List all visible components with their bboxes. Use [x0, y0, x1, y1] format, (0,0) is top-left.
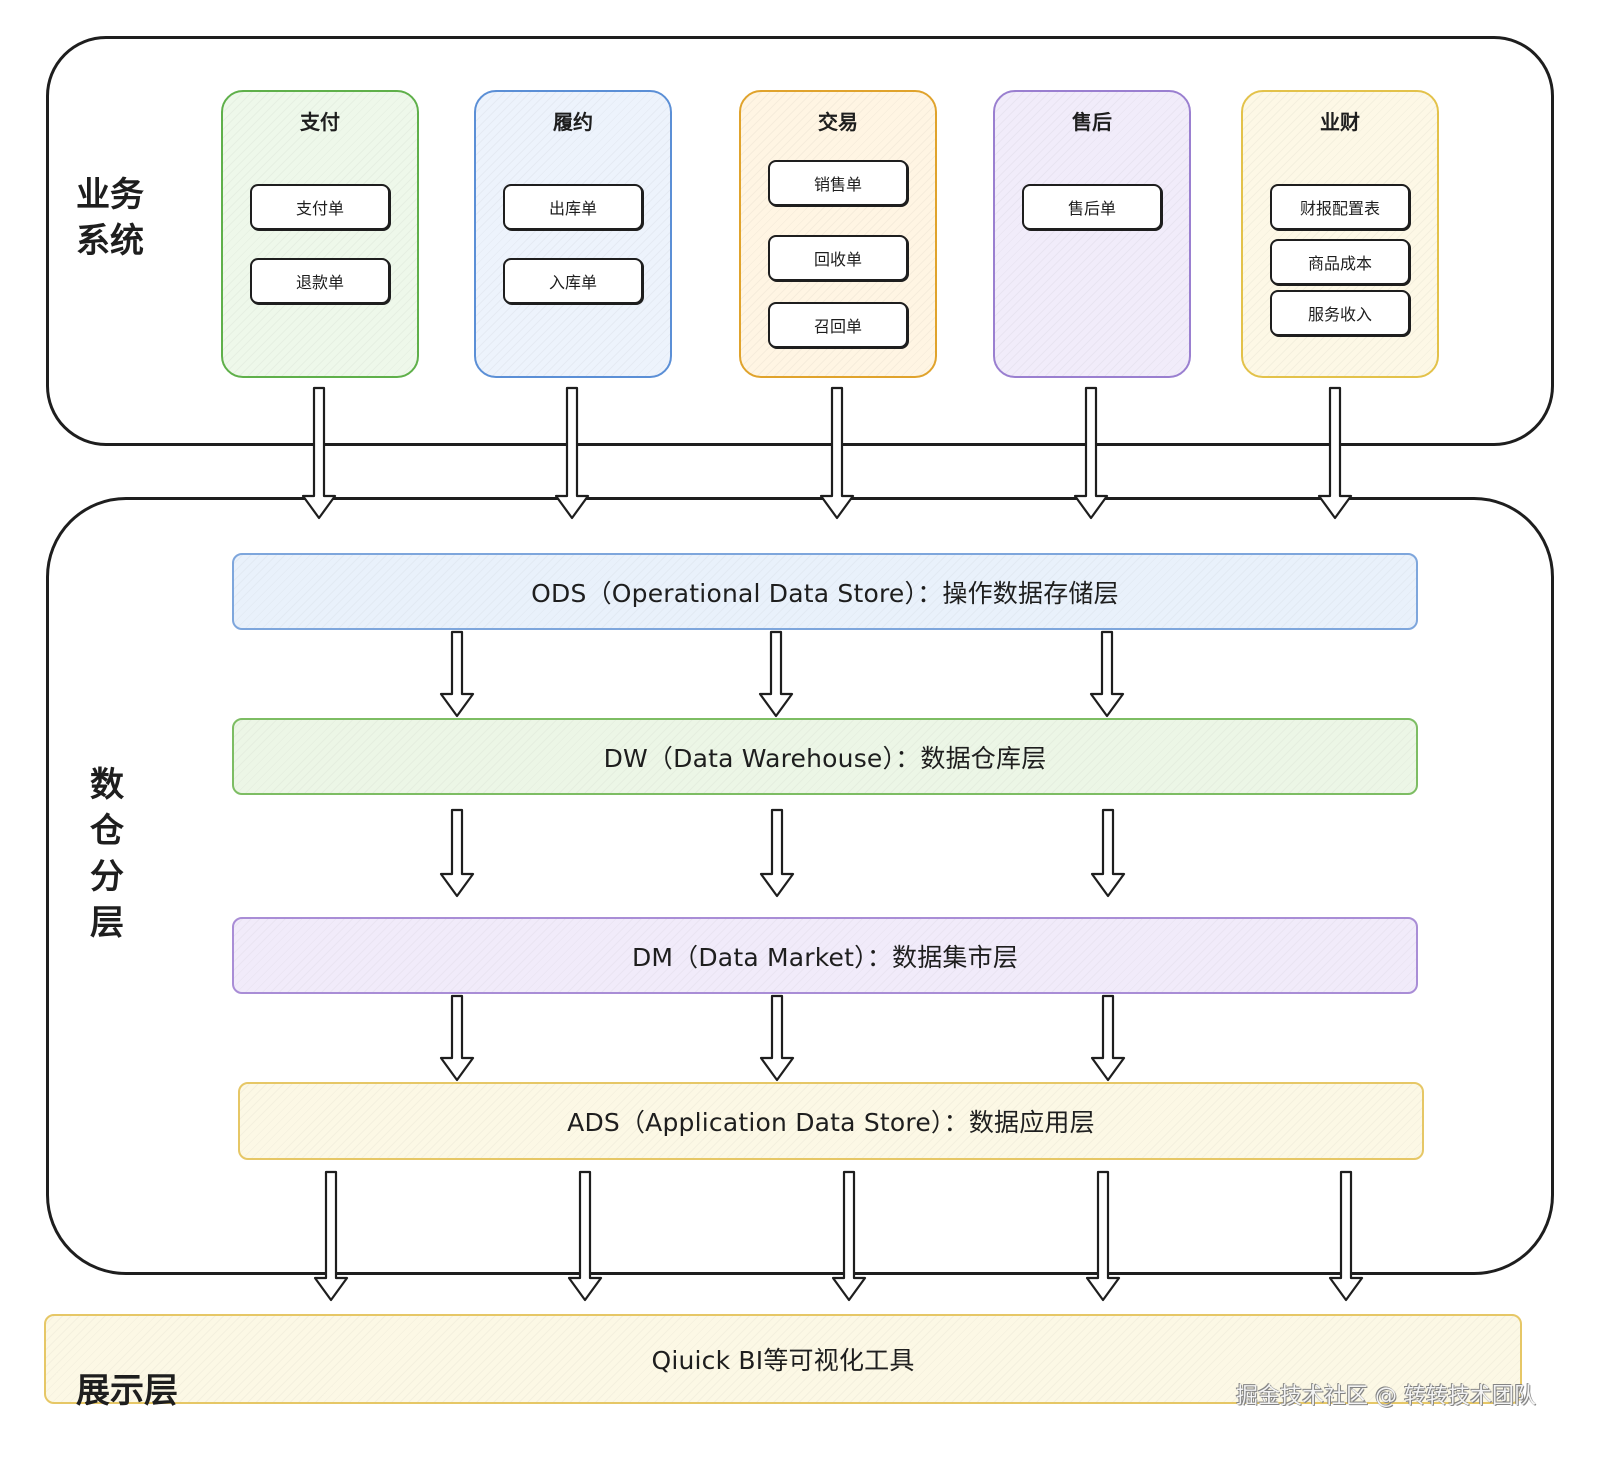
document-item: 财报配置表	[1270, 184, 1410, 230]
down-arrow-icon	[819, 386, 855, 520]
down-arrow-icon	[554, 386, 590, 520]
layer-dm: DM（Data Market）：数据集市层	[232, 917, 1418, 994]
system-finance: 业财 财报配置表 商品成本 服务收入	[1241, 90, 1439, 378]
system-after-sales: 售后 售后单	[993, 90, 1191, 378]
system-fulfillment: 履约 出库单 入库单	[474, 90, 672, 378]
document-item: 召回单	[768, 302, 908, 348]
display-layer: Qiuick BI等可视化工具	[44, 1314, 1522, 1404]
system-title: 履约	[553, 110, 593, 134]
down-arrow-icon	[567, 1170, 603, 1302]
layer-label: ADS（Application Data Store）：数据应用层	[567, 1108, 1095, 1137]
down-arrow-icon	[1090, 808, 1126, 898]
system-title: 业财	[1320, 110, 1360, 134]
down-arrow-icon	[439, 994, 475, 1082]
business-system-title: 业务 系统	[76, 175, 144, 261]
down-arrow-icon	[1085, 1170, 1121, 1302]
document-item: 销售单	[768, 160, 908, 206]
layer-label: DW（Data Warehouse）：数据仓库层	[603, 743, 1047, 773]
down-arrow-icon	[759, 994, 795, 1082]
down-arrow-icon	[759, 808, 795, 898]
down-arrow-icon	[1328, 1170, 1364, 1302]
layer-ads: ADS（Application Data Store）：数据应用层	[238, 1082, 1424, 1160]
data-warehouse-title: 数 仓 分 层	[90, 765, 124, 943]
document-item: 支付单	[250, 184, 390, 230]
down-arrow-icon	[1090, 994, 1126, 1082]
watermark: 掘金技术社区 @ 转转技术团队	[1236, 1384, 1536, 1409]
layer-label: ODS（Operational Data Store）：操作数据存储层	[531, 578, 1119, 608]
document-item: 退款单	[250, 258, 390, 304]
down-arrow-icon	[758, 630, 794, 718]
display-layer-content: Qiuick BI等可视化工具	[651, 1346, 915, 1375]
document-item: 售后单	[1022, 184, 1162, 230]
document-item: 服务收入	[1270, 290, 1410, 336]
system-title: 售后	[1072, 110, 1112, 134]
system-title: 交易	[818, 110, 858, 134]
down-arrow-icon	[439, 630, 475, 718]
system-title: 支付	[300, 110, 340, 134]
down-arrow-icon	[301, 386, 337, 520]
down-arrow-icon	[831, 1170, 867, 1302]
layer-dw: DW（Data Warehouse）：数据仓库层	[232, 718, 1418, 795]
down-arrow-icon	[1073, 386, 1109, 520]
layer-ods: ODS（Operational Data Store）：操作数据存储层	[232, 553, 1418, 630]
down-arrow-icon	[313, 1170, 349, 1302]
document-item: 入库单	[503, 258, 643, 304]
data-warehouse-container	[46, 497, 1554, 1275]
layer-label: DM（Data Market）：数据集市层	[631, 942, 1019, 972]
system-trade: 交易 销售单 回收单 召回单	[739, 90, 937, 378]
down-arrow-icon	[439, 808, 475, 898]
document-item: 商品成本	[1270, 239, 1410, 285]
document-item: 出库单	[503, 184, 643, 230]
business-system-container	[46, 36, 1554, 446]
down-arrow-icon	[1317, 386, 1353, 520]
down-arrow-icon	[1089, 630, 1125, 718]
system-payment: 支付 支付单 退款单	[221, 90, 419, 378]
display-layer-title: 展示层	[76, 1371, 178, 1411]
document-item: 回收单	[768, 235, 908, 281]
